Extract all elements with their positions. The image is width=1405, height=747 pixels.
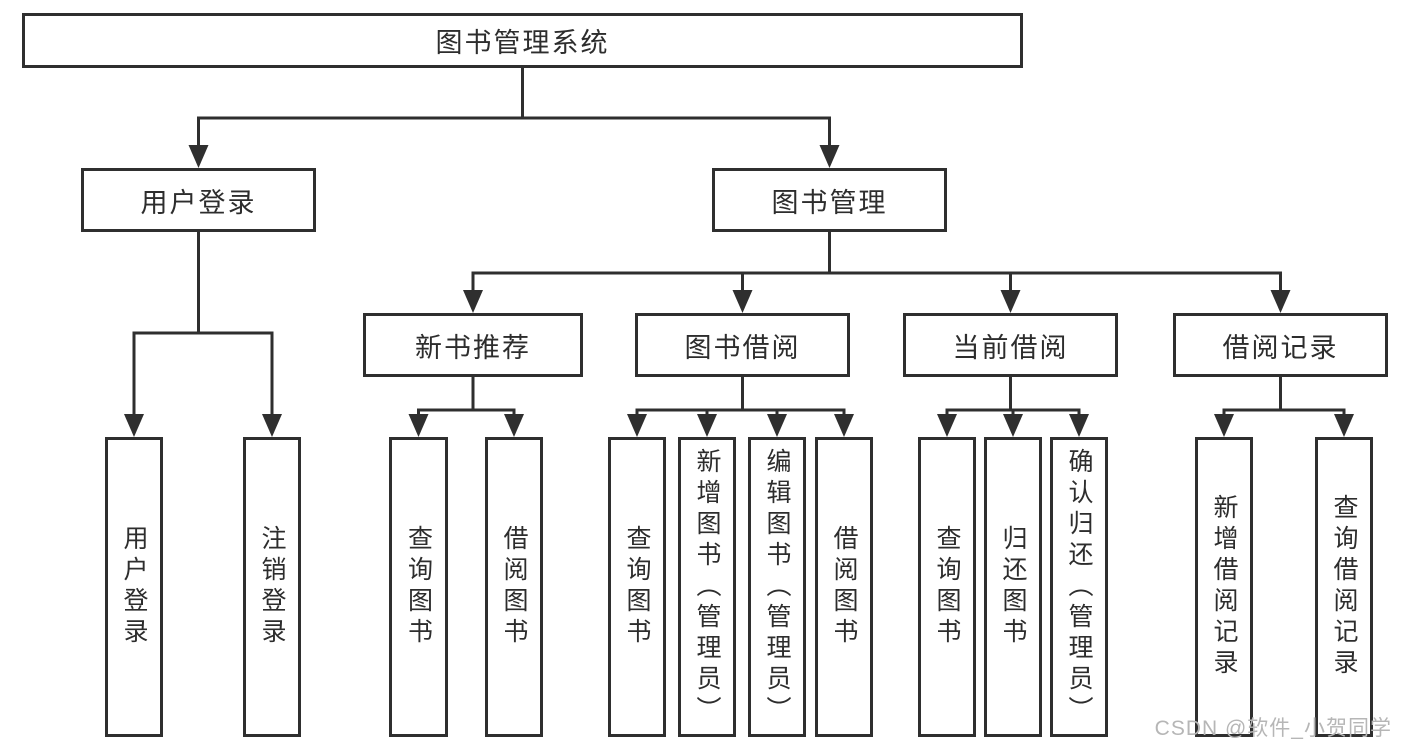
node-current-borrow: 当前借阅 [903, 313, 1118, 377]
node-borrow-records: 借阅记录 [1173, 313, 1388, 377]
node-leaf-rec-query: 查询图书 [389, 437, 448, 737]
node-leaf-logout: 注销登录 [243, 437, 301, 737]
node-leaf-bb-edit: 编辑图书（管理员） [748, 437, 806, 737]
node-label: 编辑图书（管理员） [763, 447, 791, 727]
node-label: 借阅记录 [1222, 332, 1339, 363]
node-leaf-cb-return: 归还图书 [984, 437, 1042, 737]
arrow-down-icon [1069, 414, 1089, 437]
arrow-down-icon [1003, 414, 1023, 437]
arrow-down-icon [1334, 414, 1354, 437]
node-label: 注销登录 [258, 525, 286, 649]
node-label: 借阅图书 [500, 525, 528, 649]
arrow-down-icon [767, 414, 787, 437]
node-leaf-cb-confirm: 确认归还（管理员） [1050, 437, 1108, 737]
node-label: 查询借阅记录 [1330, 494, 1358, 680]
node-root: 图书管理系统 [22, 13, 1023, 68]
watermark: CSDN @软件_小贺同学 [1154, 717, 1392, 740]
node-label: 确认归还（管理员） [1065, 447, 1093, 727]
node-label: 图书借阅 [684, 332, 801, 363]
node-label: 图书管理系统 [435, 28, 610, 58]
node-book-borrow: 图书借阅 [635, 313, 850, 377]
arrow-down-icon [1000, 290, 1021, 313]
node-label: 用户登录 [140, 187, 257, 218]
node-label: 新书推荐 [415, 332, 531, 363]
arrow-down-icon [1270, 290, 1291, 313]
node-leaf-user-login: 用户登录 [105, 437, 163, 737]
node-leaf-br-query: 查询借阅记录 [1315, 437, 1373, 737]
arrow-down-icon [1214, 414, 1234, 437]
arrow-down-icon [408, 414, 429, 437]
node-label: 查询图书 [623, 525, 651, 649]
node-label: 归还图书 [999, 525, 1027, 649]
node-label: 查询图书 [933, 525, 961, 649]
node-leaf-br-add: 新增借阅记录 [1195, 437, 1253, 737]
arrow-down-icon [262, 414, 282, 437]
node-book-mgmt: 图书管理 [712, 168, 947, 232]
arrow-down-icon [819, 145, 840, 168]
arrow-down-icon [697, 414, 717, 437]
arrow-down-icon [124, 414, 144, 437]
arrow-down-icon [504, 414, 524, 437]
node-label: 当前借阅 [952, 332, 1069, 363]
arrow-down-icon [834, 414, 854, 437]
node-leaf-bb-query: 查询图书 [608, 437, 666, 737]
node-leaf-bb-borrow: 借阅图书 [815, 437, 873, 737]
node-new-book-rec: 新书推荐 [363, 313, 583, 377]
arrow-down-icon [463, 290, 483, 313]
arrow-down-icon [937, 414, 957, 437]
node-label: 借阅图书 [830, 525, 858, 649]
node-label: 图书管理 [771, 187, 888, 218]
node-user-login: 用户登录 [81, 168, 316, 232]
node-label: 新增借阅记录 [1210, 494, 1238, 680]
arrow-down-icon [732, 290, 753, 313]
node-label: 新增图书（管理员） [693, 447, 721, 727]
node-label: 用户登录 [120, 525, 148, 649]
arrow-down-icon [627, 414, 647, 437]
node-leaf-rec-borrow: 借阅图书 [485, 437, 543, 737]
node-label: 查询图书 [404, 525, 433, 649]
node-leaf-cb-query: 查询图书 [918, 437, 976, 737]
arrow-down-icon [188, 145, 209, 168]
node-leaf-bb-add: 新增图书（管理员） [678, 437, 736, 737]
